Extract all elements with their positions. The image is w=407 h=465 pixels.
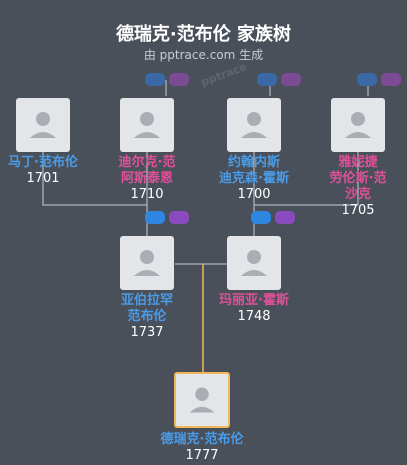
person-avatar-icon [241,250,267,276]
expand-children-button[interactable] [281,73,301,86]
person-avatar-icon [134,250,160,276]
person-card-p5[interactable] [120,236,174,290]
page-subtitle: 由 pptrace.com 生成 [143,48,264,62]
person-year: 1737 [130,325,164,340]
person-label-p2: 迪尔克·范 阿斯泰恩 1710 [92,155,202,203]
person-label-p6: 玛丽亚·霍斯 1748 [199,293,309,325]
person-name: 德瑞克·范布伦 [160,432,244,447]
person-name-line2: 迪克森·霍斯 [219,171,289,186]
person-avatar-icon [30,112,56,138]
expand-parents-button[interactable] [145,73,165,86]
page-title: 德瑞克·范布伦 家族树 [115,24,292,45]
expand-parents-button[interactable] [357,73,377,86]
person-label-p5: 亚伯拉罕 范布伦 1737 [92,293,202,341]
person-year: 1705 [341,203,375,218]
p4-controls [357,73,401,87]
person-card-p6[interactable] [227,236,281,290]
connector-p1-down [42,152,95,206]
person-name-line1: 雅妮捷 [338,155,378,170]
expand-children-button[interactable] [169,211,189,224]
person-avatar-icon [345,112,371,138]
person-year: 1710 [130,187,164,202]
expand-children-button[interactable] [381,73,401,86]
expand-children-button[interactable] [275,211,295,224]
person-card-p3[interactable] [227,98,281,152]
person-year: 1700 [237,187,271,202]
person-name-line1: 亚伯拉罕 [120,293,173,308]
connector-p4-down [305,152,359,206]
person-year: 1748 [237,309,271,324]
p3-controls [257,73,301,87]
p2-controls [145,73,189,87]
person-card-p4[interactable] [331,98,385,152]
person-name-line2: 阿斯泰恩 [120,171,173,186]
person-avatar-icon [189,387,215,413]
person-label-p3: 约翰内斯 迪克森·霍斯 1700 [199,155,309,203]
person-year: 1777 [185,448,219,463]
expand-parents-button[interactable] [145,211,165,224]
person-name-line2: 范布伦 [127,309,167,324]
person-label-p4: 雅妮捷 劳伦斯·范 沙克 1705 [303,155,407,219]
person-name: 马丁·范布伦 [8,155,78,170]
person-name: 玛丽亚·霍斯 [219,293,289,308]
person-avatar-icon [134,112,160,138]
person-name-line1: 约翰内斯 [227,155,280,170]
p6-controls [251,211,295,225]
expand-parents-button[interactable] [251,211,271,224]
person-card-p2[interactable] [120,98,174,152]
expand-children-button[interactable] [169,73,189,86]
person-avatar-icon [241,112,267,138]
person-label-p1: 马丁·范布伦 1701 [0,155,98,187]
person-name-line2: 劳伦斯·范 [329,171,387,186]
p5-controls [145,211,189,225]
person-year: 1701 [26,171,60,186]
person-name-line3: 沙克 [344,187,371,202]
person-label-p7: 德瑞克·范布伦 1777 [147,432,257,464]
person-card-p7-focus[interactable] [174,372,230,428]
person-name-line1: 迪尔克·范 [118,155,176,170]
expand-parents-button[interactable] [257,73,277,86]
person-card-p1[interactable] [16,98,70,152]
